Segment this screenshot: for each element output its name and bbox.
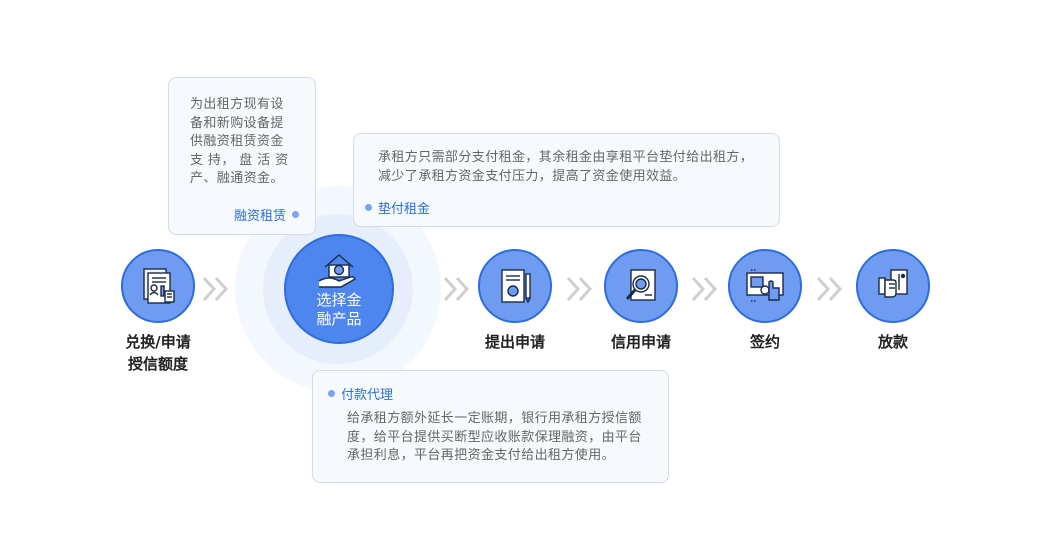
- card-title-label: 融资租赁: [233, 209, 286, 224]
- label-line: 选择金: [316, 291, 362, 309]
- chevron-right-icon: [566, 276, 593, 302]
- text-line: 减少了承租方资金支付压力，提高了资金使用效益。: [378, 168, 687, 184]
- card-payment-agency-title: 付款代理: [328, 384, 393, 403]
- step-node-loan-disbursement[interactable]: [856, 249, 930, 323]
- text-line: 承担利息，平台再把资金支付给出租方使用。: [347, 448, 616, 463]
- text-line: 支 持， 盘 活 资: [190, 152, 289, 168]
- step-label-credit-application: 信用申请: [591, 331, 691, 353]
- label-line: 提出申请: [484, 333, 545, 351]
- document-chart-icon: [143, 268, 175, 304]
- label-line: 签约: [749, 333, 780, 351]
- step-label-sign-contract: 签约: [715, 331, 815, 353]
- chevron-right-icon: [691, 276, 718, 302]
- text-line: 备和新购设备提: [190, 115, 284, 131]
- card-financial-leasing-text: 为出租方现有设 备和新购设备提 供融资租赁资金 支 持， 盘 活 资 产、融通资…: [190, 96, 300, 189]
- text-line: 为出租方现有设: [190, 97, 284, 112]
- step-node-credit-application[interactable]: [604, 249, 678, 323]
- text-line: 供融资租赁资金: [190, 134, 284, 149]
- text-line: 给承租方额外延长一定账期，银行用承租方授信额: [347, 411, 642, 426]
- step-node-sign-contract[interactable]: [728, 249, 802, 323]
- house-hand-money-icon: [318, 254, 356, 288]
- label-line: 信用申请: [610, 333, 671, 351]
- card-financial-leasing: 为出租方现有设 备和新购设备提 供融资租赁资金 支 持， 盘 活 资 产、融通资…: [168, 77, 316, 235]
- card-title-label: 垫付租金: [378, 202, 431, 217]
- chevron-right-icon: [443, 276, 470, 302]
- magnifier-coin-icon: [625, 269, 656, 301]
- step-node-apply-credit[interactable]: [121, 249, 195, 323]
- card-financial-leasing-title: 融资租赁: [234, 205, 299, 224]
- step-label-submit-application: 提出申请: [465, 331, 565, 353]
- bullet-dot-icon: [292, 211, 299, 218]
- hand-money-icon: [878, 269, 908, 298]
- card-title-label: 付款代理: [341, 388, 394, 403]
- card-advance-rent-text: 承租方只需部分支付租金，其余租金由享租平台垫付给出租方， 减少了承租方资金支付压…: [378, 149, 773, 186]
- document-coin-pen-icon: [501, 269, 531, 304]
- screen-hand-icon: [746, 269, 784, 302]
- label-line: 放款: [877, 333, 908, 351]
- text-line: 产、融通资金。: [190, 171, 284, 186]
- bullet-dot-icon: [328, 390, 335, 397]
- label-line: 兑换/申请: [125, 333, 191, 351]
- card-advance-rent-title: 垫付租金: [365, 198, 430, 217]
- chevron-right-icon: [202, 276, 229, 302]
- step-label-select-product: 选择金 融产品: [316, 291, 361, 329]
- step-node-select-product[interactable]: 选择金 融产品: [284, 234, 394, 344]
- card-payment-agency: 付款代理 给承租方额外延长一定账期，银行用承租方授信额 度，给平台提供买断型应收…: [312, 370, 669, 483]
- step-label-apply-credit: 兑换/申请 授信额度: [108, 331, 208, 375]
- text-line: 度，给平台提供买断型应收账款保理融资，由平台: [347, 429, 642, 445]
- bullet-dot-icon: [365, 204, 372, 211]
- step-label-loan-disbursement: 放款: [843, 331, 943, 353]
- card-payment-agency-text: 给承租方额外延长一定账期，银行用承租方授信额 度，给平台提供买断型应收账款保理融…: [347, 410, 667, 466]
- label-line: 融产品: [316, 310, 362, 328]
- label-line: 授信额度: [127, 355, 188, 373]
- step-node-submit-application[interactable]: [478, 249, 552, 323]
- card-advance-rent: 承租方只需部分支付租金，其余租金由享租平台垫付给出租方， 减少了承租方资金支付压…: [353, 133, 780, 227]
- chevron-right-icon: [816, 276, 843, 302]
- text-line: 承租方只需部分支付租金，其余租金由享租平台垫付给出租方，: [378, 150, 754, 165]
